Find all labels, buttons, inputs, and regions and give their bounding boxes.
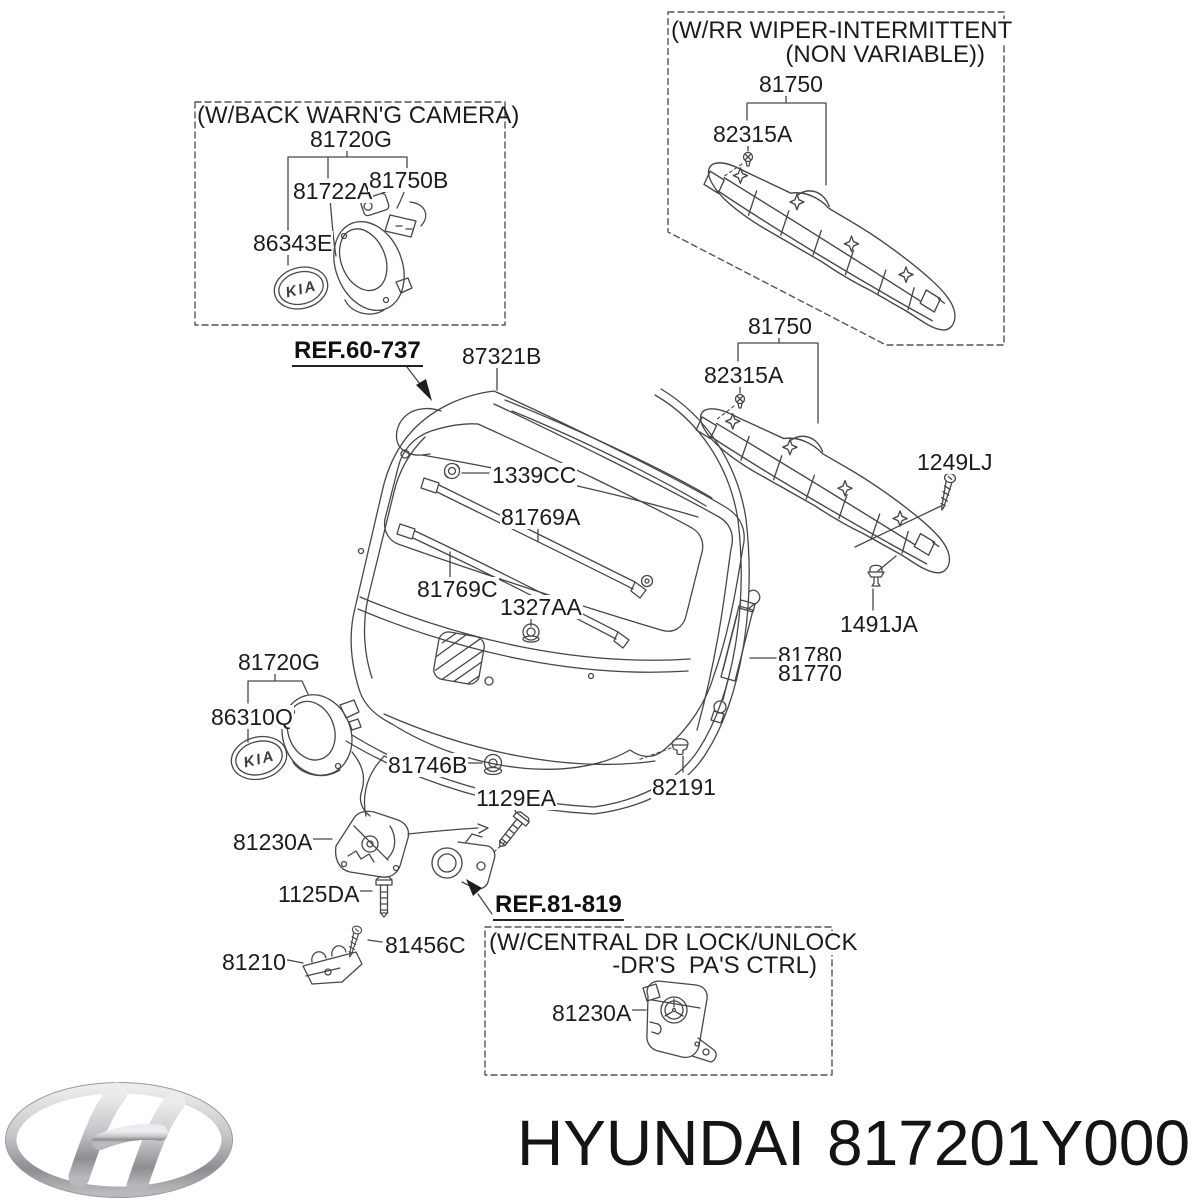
- box-central-lock-title-line1: (W/CENTRAL DR LOCK/UNLOCK: [489, 929, 858, 956]
- screw-1249lj: [936, 471, 958, 513]
- gas-strut-drawing: [710, 589, 761, 724]
- part-label-1129ea: 1129EA: [475, 785, 558, 811]
- part-label-81769c: 81769C: [416, 576, 499, 602]
- ref-label-81-819: REF.81-819: [493, 893, 624, 921]
- leader-lines: [282, 365, 777, 1011]
- camera-bezel-drawing: [333, 220, 413, 315]
- emblem-recess: [433, 631, 485, 685]
- part-label-81456c: 81456C: [384, 932, 467, 958]
- part-label-1327aa: 1327AA: [499, 594, 583, 620]
- hyundai-logo: [5, 1082, 233, 1198]
- box-rr-wiper-title-line2: (NON VARIABLE)): [671, 43, 985, 67]
- kia-emblem-text: KIA: [242, 747, 277, 771]
- part-label-82315a-lower: 82315A: [703, 362, 785, 388]
- part-label-1339cc: 1339CC: [491, 462, 578, 488]
- ref-label-60-737: REF.60-737: [292, 339, 423, 367]
- stopper-82191: [671, 738, 689, 756]
- box-rr-wiper-title-line1: (W/RR WIPER-INTERMITTENT: [671, 17, 1013, 44]
- kia-emblem-text: KIA: [284, 277, 319, 301]
- part-label-81722a: 81722A: [292, 178, 374, 204]
- part-label-86343e: 86343E: [252, 230, 334, 256]
- part-label-81210: 81210: [221, 949, 287, 975]
- part-label-1249lj: 1249LJ: [916, 449, 994, 475]
- part-label-87321b: 87321B: [461, 343, 543, 369]
- part-label-82191: 82191: [651, 774, 717, 800]
- handle-latch-group: KIA: [230, 670, 532, 918]
- grommet-81746b: [483, 753, 503, 776]
- part-label-82315a-upper: 82315A: [712, 121, 794, 147]
- bolt-1125da: [375, 876, 393, 918]
- screw-82315a-lower: [734, 393, 746, 409]
- part-label-81750-lower: 81750: [747, 313, 813, 339]
- part-label-81770: 81770: [777, 660, 843, 686]
- clip-1491ja: [867, 564, 885, 587]
- nut-1327aa: [522, 623, 540, 643]
- part-label-81750b: 81750B: [368, 167, 450, 193]
- screw-82315a-upper: [742, 151, 754, 167]
- kia-emblem-camera: KIA: [273, 266, 329, 310]
- part-label-81720g-camera: 81720G: [309, 126, 393, 152]
- part-label-86310q: 86310Q: [210, 704, 294, 730]
- latch-81230a-drawing: [334, 755, 489, 878]
- lock-actuator-drawing: [642, 980, 717, 1063]
- dashed-option-boxes: [194, 11, 1005, 1076]
- kia-emblem-lower: KIA: [230, 735, 288, 781]
- box-back-camera-title: (W/BACK WARN'G CAMERA): [197, 102, 520, 129]
- brand-name: HYUNDAI: [517, 1107, 806, 1179]
- part-label-1125da: 1125DA: [277, 881, 361, 907]
- screw-81456c: [344, 924, 364, 959]
- part-label-81720g-lower: 81720G: [237, 649, 321, 675]
- part-label-81769a: 81769A: [500, 504, 582, 530]
- part-label-81230a-box: 81230A: [551, 1000, 633, 1026]
- catalog-part-number: 817201Y000: [827, 1107, 1191, 1179]
- handle-bezel-drawing: [281, 694, 362, 777]
- part-label-1491ja: 1491JA: [839, 611, 920, 637]
- rod-81769c: [396, 523, 630, 649]
- bolt-1129ea: [492, 809, 532, 853]
- grommet-1339cc: [443, 462, 461, 480]
- box-central-lock-title-line2: -DR'S PA'S CTRL): [489, 954, 817, 978]
- striker-81210-drawing: [302, 924, 364, 985]
- part-label-81750-upper: 81750: [758, 71, 824, 97]
- part-label-81230a-main: 81230A: [232, 829, 314, 855]
- tailgate-drawing: [350, 390, 745, 776]
- part-label-81746b: 81746B: [387, 752, 469, 778]
- rod-81769a: [420, 477, 647, 599]
- key-cylinder-drawing: [431, 833, 496, 890]
- footer-caption: HYUNDAI 817201Y000: [517, 1106, 1190, 1180]
